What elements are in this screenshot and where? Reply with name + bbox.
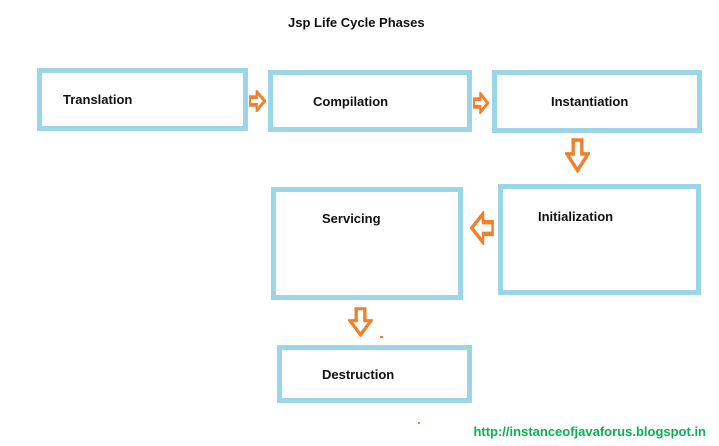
node-servicing-label: Servicing [322,211,381,226]
page-title: Jsp Life Cycle Phases [288,15,425,30]
node-instantiation: Instantiation [492,70,702,133]
arrow-right-icon [473,92,489,114]
node-instantiation-label: Instantiation [551,94,629,109]
arrow-down-icon [565,138,590,173]
stray-mark [418,422,420,424]
node-destruction: Destruction [277,345,472,403]
node-initialization: Initialization [498,184,701,295]
node-compilation: Compilation [268,70,472,132]
arrow-down-icon [348,307,373,337]
node-compilation-label: Compilation [313,93,389,109]
node-translation: Translation [37,68,248,131]
node-translation-label: Translation [63,92,133,107]
watermark-url: http://instanceofjavaforus.blogspot.in [473,424,706,439]
arrow-left-icon [470,211,494,245]
stray-mark [380,336,383,338]
node-destruction-label: Destruction [322,366,395,382]
node-initialization-label: Initialization [538,209,614,224]
arrow-right-icon [249,90,266,112]
node-servicing: Servicing [271,187,463,300]
